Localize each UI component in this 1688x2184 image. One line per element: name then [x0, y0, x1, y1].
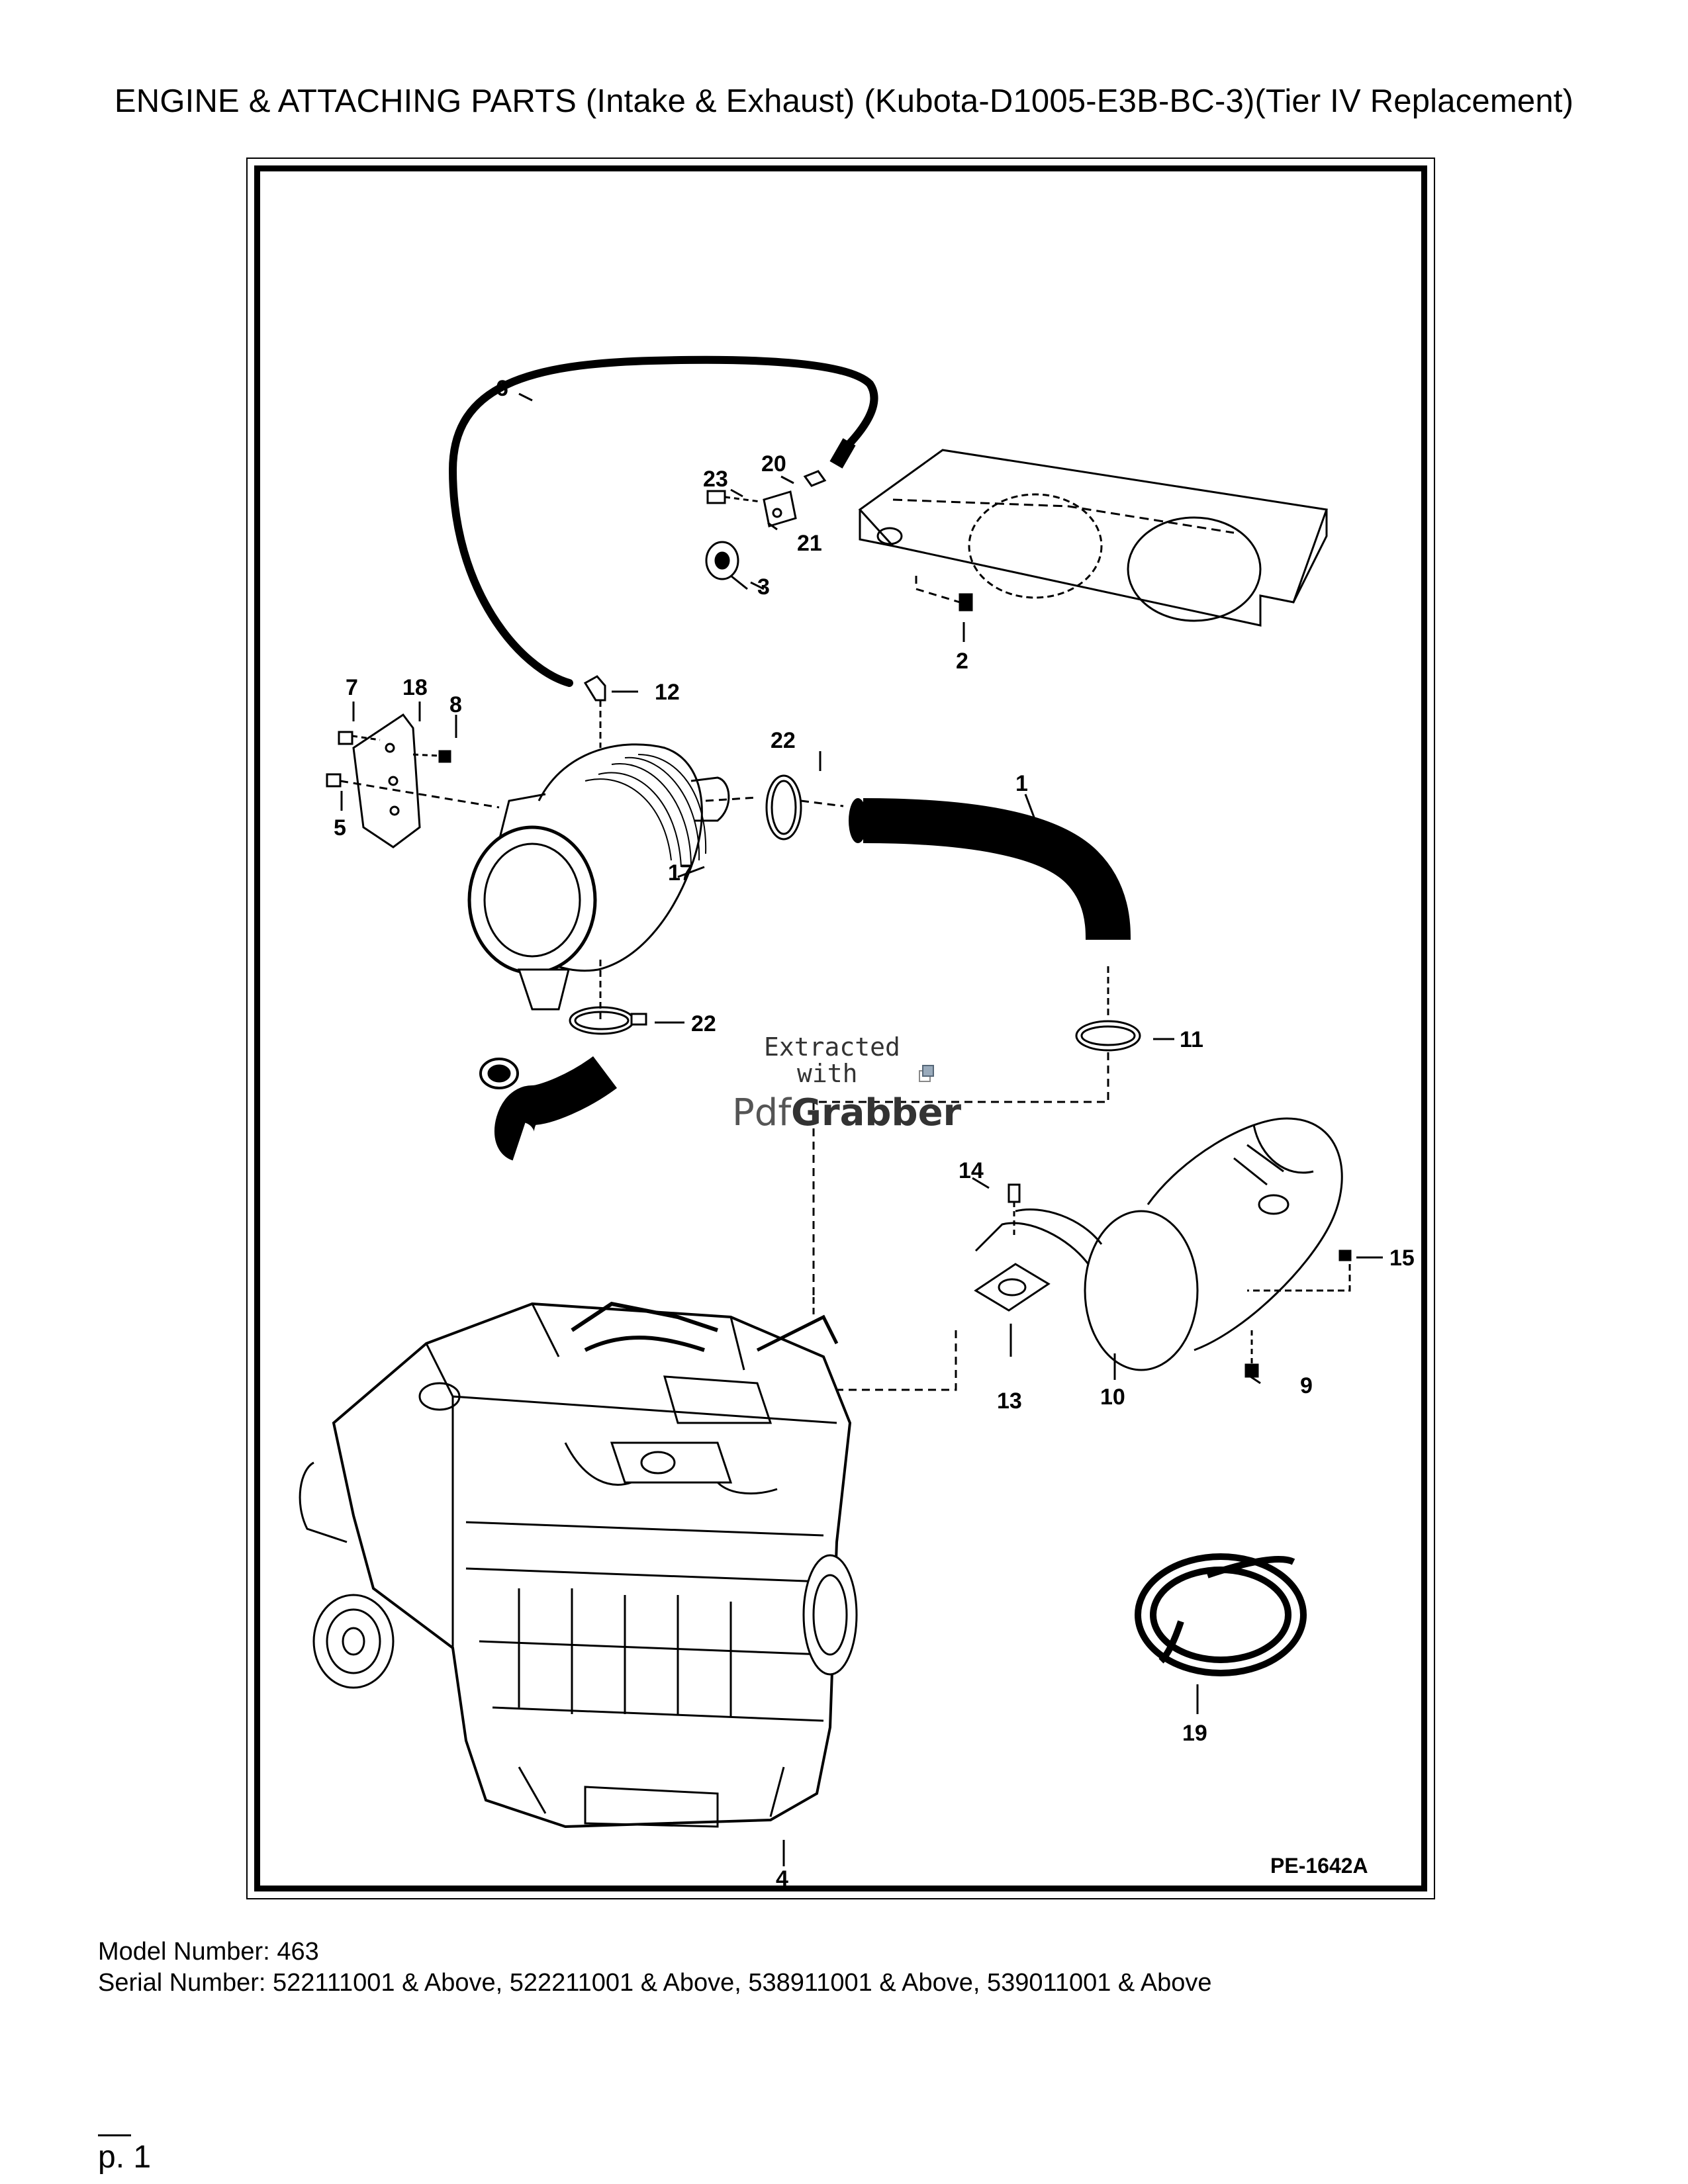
callout-9: 9 — [1300, 1373, 1313, 1398]
part-9-nut — [1244, 1330, 1259, 1378]
callout-2: 2 — [956, 649, 968, 674]
callout-10: 10 — [1100, 1385, 1125, 1410]
callout-4: 4 — [776, 1866, 788, 1891]
callout-1: 1 — [1015, 771, 1028, 796]
watermark-brand-a: Pdf — [732, 1091, 792, 1134]
part-1-intake-hose — [849, 798, 1131, 1019]
diagram-frame-outer — [246, 158, 1435, 1899]
part-11-clamp — [812, 1020, 1141, 1297]
part-20-fitting — [803, 470, 827, 487]
callout-23: 23 — [703, 467, 728, 492]
part-2-mounting-plate — [858, 449, 1329, 627]
callout-8: 8 — [449, 692, 462, 717]
callout-5: 5 — [334, 815, 346, 841]
callout-16: 16 — [512, 1092, 538, 1117]
callout-12: 12 — [655, 680, 680, 705]
callout-7: 7 — [346, 675, 358, 700]
part-22-clamp-upper — [765, 774, 844, 841]
extracted-with-watermark: Extracted with PdfGrabber — [732, 1032, 962, 1134]
diagram-frame — [254, 165, 1427, 1891]
part-5-bolt — [326, 773, 500, 809]
callout-14: 14 — [959, 1158, 984, 1183]
page-title: ENGINE & ATTACHING PARTS (Intake & Exhau… — [114, 83, 1574, 119]
callout-20: 20 — [761, 451, 786, 477]
watermark-line-1: Extracted — [764, 1032, 900, 1062]
callout-21: 21 — [797, 531, 822, 556]
callout-22-lower: 22 — [691, 1011, 716, 1036]
part-12-elbow-fitting — [583, 675, 638, 748]
exploded-parts-diagram: 6 2 3 20 21 23 7 18 8 5 12 22 1 17 22 11… — [299, 355, 1415, 1891]
callout-3: 3 — [757, 574, 770, 600]
part-17-air-cleaner — [467, 743, 758, 1019]
part-19-coiled-hose — [1135, 1553, 1307, 1676]
model-number: Model Number: 463 — [98, 1938, 319, 1966]
callout-19: 19 — [1182, 1721, 1207, 1746]
page-number: p. 1 — [98, 2140, 152, 2175]
callout-13: 13 — [997, 1388, 1022, 1414]
part-8-nut — [412, 750, 451, 763]
page-number-rule — [98, 2134, 131, 2136]
part-4-engine — [299, 1297, 858, 1829]
callout-labels: 6 2 3 20 21 23 7 18 8 5 12 22 1 17 22 11… — [334, 376, 1415, 1891]
part-14-bolt — [1008, 1183, 1021, 1238]
watermark-line-2: with — [797, 1059, 858, 1088]
callout-6: 6 — [496, 376, 508, 401]
callout-22-upper: 22 — [771, 728, 796, 753]
callout-15: 15 — [1389, 1246, 1415, 1271]
part-6-breather-hose — [448, 355, 878, 687]
part-15-nut — [1247, 1250, 1352, 1292]
part-22-clamp-lower — [569, 1006, 647, 1035]
callout-18: 18 — [402, 675, 428, 700]
figure-id: PE-1642A — [1270, 1854, 1368, 1878]
part-10-muffler — [974, 1117, 1343, 1371]
callout-11: 11 — [1180, 1027, 1203, 1052]
callout-17: 17 — [668, 860, 693, 886]
part-3-isolator — [705, 541, 748, 590]
part-18-bracket — [352, 713, 421, 848]
watermark-brand: PdfGrabber — [732, 1091, 962, 1134]
part-7-bolt — [338, 731, 381, 745]
watermark-brand-b: Grabber — [791, 1091, 962, 1134]
part-16-elbow-hose — [479, 1056, 617, 1161]
serial-number: Serial Number: 522111001 & Above, 522211… — [98, 1969, 1212, 1997]
part-21-bracket — [763, 490, 797, 527]
callout-leaders — [340, 392, 1383, 1866]
part-23-bolt — [706, 490, 761, 504]
